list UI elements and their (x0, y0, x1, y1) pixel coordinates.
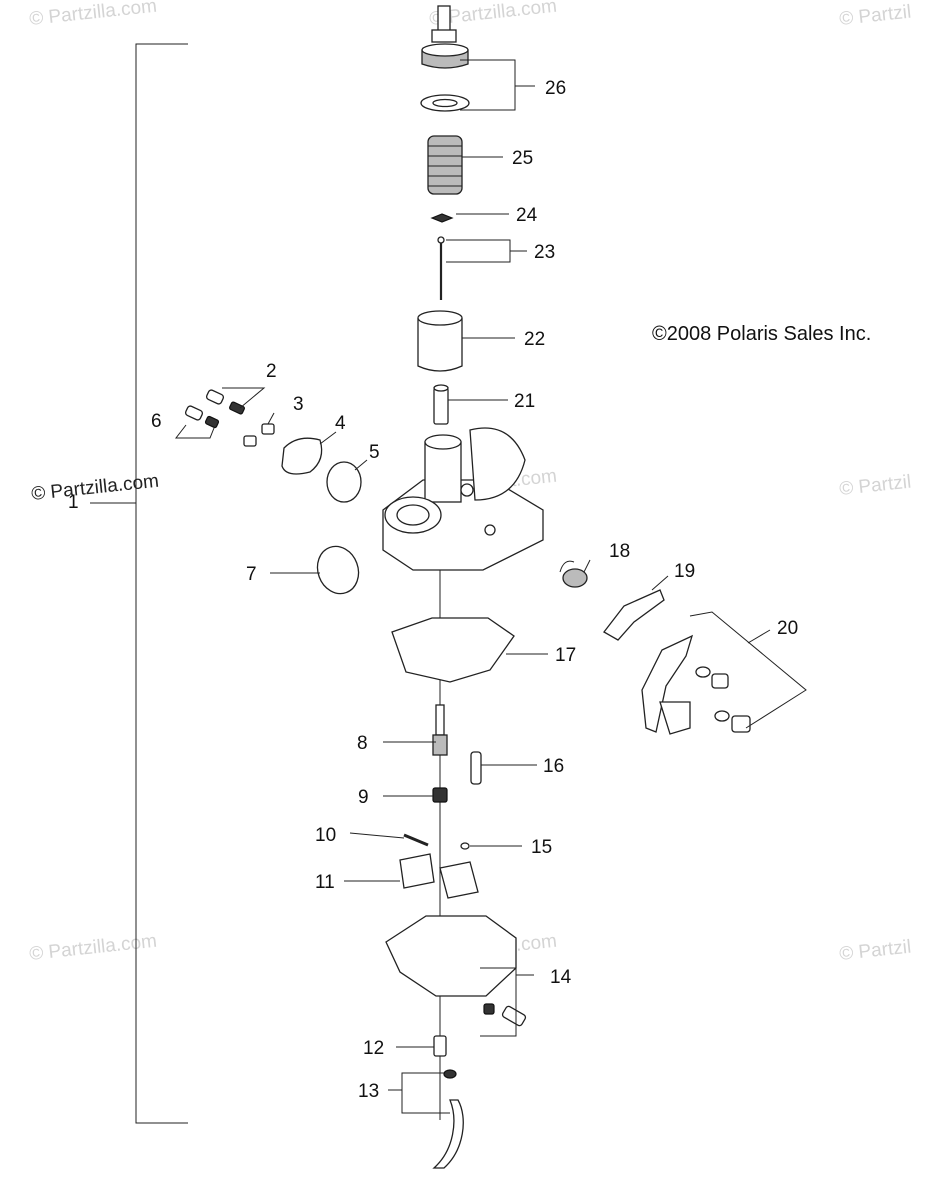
part-7-o-ring (316, 545, 360, 595)
part-23-needle (437, 236, 445, 300)
leader-lines (174, 59, 807, 1114)
part-21-pin (433, 384, 449, 425)
part-20-bracket (641, 634, 751, 735)
callout-8: 8 (357, 733, 368, 754)
part-14-drain-screw (483, 1003, 527, 1027)
watermark: © Partzil (838, 2, 912, 30)
part-5-o-ring (326, 461, 362, 503)
watermark: © Partzil (838, 472, 912, 500)
callout-4: 4 (335, 413, 346, 434)
callout-labels: 1 2 3 4 5 6 7 8 9 10 11 12 13 14 15 16 1… (68, 78, 798, 1102)
part-13-hose (432, 1069, 464, 1169)
callout-25: 25 (512, 148, 533, 169)
part-10-pin (403, 833, 429, 847)
part-19-lever (603, 589, 665, 641)
callout-14: 14 (550, 967, 572, 988)
callout-26: 26 (545, 78, 566, 99)
watermark: © Partzil (838, 937, 912, 965)
callout-7: 7 (246, 564, 257, 585)
callout-12: 12 (363, 1038, 384, 1059)
part-24-clip (430, 213, 454, 223)
part-18-spring (559, 560, 588, 588)
watermark: © Partzilla.com (28, 931, 158, 965)
float-bowl (385, 915, 517, 997)
callout-6: 6 (151, 411, 162, 432)
part-8-jet (432, 704, 448, 756)
part-12-fitting (433, 1035, 447, 1057)
callout-17: 17 (555, 645, 576, 666)
callout-23: 23 (534, 242, 555, 263)
callout-2: 2 (266, 361, 277, 382)
part-22-slide (417, 310, 463, 372)
copyright-notice: ©2008 Polaris Sales Inc. (652, 323, 871, 345)
part-2-screw (205, 389, 245, 415)
callout-10: 10 (315, 825, 336, 846)
part-4-cover (281, 437, 323, 475)
part-6-screw (184, 405, 220, 429)
callout-22: 22 (524, 329, 545, 350)
callout-1: 1 (68, 492, 79, 513)
part-3-plug (243, 423, 275, 447)
callout-13: 13 (358, 1081, 379, 1102)
callout-18: 18 (609, 541, 630, 562)
watermark: © Partzilla.com (28, 0, 158, 30)
callout-3: 3 (293, 394, 304, 415)
callout-15: 15 (531, 837, 552, 858)
part-25-spring (427, 135, 463, 195)
callout-5: 5 (369, 442, 380, 463)
part-26-top-cap (420, 5, 470, 112)
callout-16: 16 (543, 756, 564, 777)
part-17-gasket (391, 617, 515, 683)
assembly-bracket (90, 43, 188, 1124)
watermark: © Partzilla.com (30, 471, 160, 505)
callout-20: 20 (777, 618, 798, 639)
part-15-ring (460, 842, 470, 850)
part-16-pilot-jet (470, 751, 482, 785)
callout-24: 24 (516, 205, 538, 226)
part-9-nut (432, 787, 448, 803)
callout-9: 9 (358, 787, 369, 808)
callout-21: 21 (514, 391, 535, 412)
carburetor-body (382, 427, 544, 571)
part-11-float (399, 853, 479, 899)
callout-11: 11 (315, 872, 335, 893)
callout-19: 19 (674, 561, 695, 582)
